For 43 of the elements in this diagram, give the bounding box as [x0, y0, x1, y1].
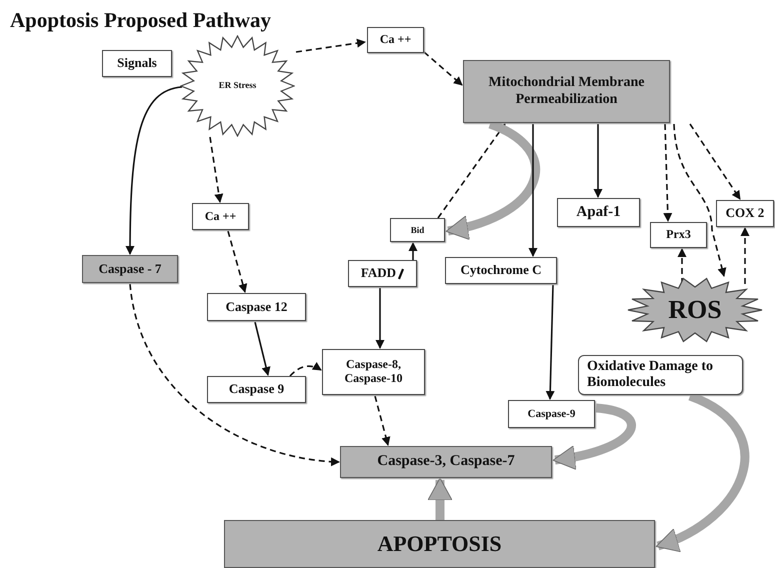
starburst-shape: ROS	[627, 277, 763, 343]
arrow	[376, 288, 384, 349]
arrow	[437, 123, 506, 218]
arrow	[673, 124, 726, 277]
process-box: FADD	[348, 260, 417, 287]
arrow	[663, 124, 672, 222]
starburst-shape: ER Stress	[180, 35, 295, 137]
process-box: Caspase 9	[207, 376, 306, 403]
process-box: Caspase-3, Caspase-7	[340, 446, 552, 478]
process-box: COX 2	[716, 200, 774, 227]
arrow	[126, 86, 182, 255]
arrow	[408, 242, 418, 260]
arrow	[227, 230, 248, 293]
process-box: Cytochrome C	[445, 257, 557, 284]
process-box: Caspase-9	[508, 400, 595, 428]
arrow	[528, 124, 538, 257]
process-box: Bid	[390, 218, 445, 242]
arrow	[678, 248, 686, 284]
arrow	[689, 124, 741, 200]
process-box: Caspase - 7	[82, 255, 178, 283]
block-arrow	[428, 478, 452, 520]
arrow	[254, 322, 270, 376]
arrow	[296, 38, 366, 53]
diagram-title: Apoptosis Proposed Pathway	[10, 8, 271, 33]
process-box: APOPTOSIS	[224, 520, 655, 568]
arrow	[740, 227, 750, 284]
process-box: Oxidative Damage to Biomolecules	[578, 355, 743, 395]
process-box: Signals	[102, 50, 172, 77]
arrow	[374, 396, 390, 446]
block-arrow	[552, 404, 636, 470]
process-box: Apaf-1	[557, 198, 640, 227]
process-box: Ca ++	[367, 27, 424, 53]
process-box: Mitochondrial Membrane Permeabilization	[463, 60, 670, 123]
process-box: Caspase 12	[207, 293, 306, 321]
process-box: Prx3	[650, 222, 707, 248]
arrow	[423, 51, 463, 86]
arrow	[594, 124, 602, 198]
arrow	[209, 136, 224, 203]
arrow	[129, 284, 340, 466]
arrow	[546, 284, 555, 400]
process-box: Caspase-8, Caspase-10	[322, 349, 425, 395]
process-box: Ca ++	[192, 203, 249, 230]
arrow	[289, 362, 322, 377]
